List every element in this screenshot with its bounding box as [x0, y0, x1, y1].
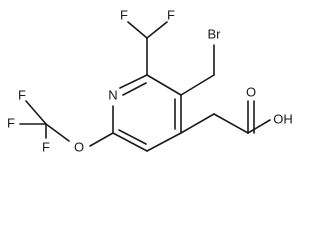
ring-bond-c5-c6 — [112, 132, 148, 152]
bond-chf2-f2 — [146, 21, 168, 39]
atom-label-f4: F — [7, 115, 15, 130]
atom-label-f2: F — [167, 7, 175, 22]
ring-bond-n-c2-inner — [122, 82, 147, 96]
ring-bond-c2-c3 — [146, 74, 182, 96]
atom-label-n: N — [108, 87, 117, 102]
atom-label-oh: OH — [273, 111, 293, 126]
molecule-structure: F F Br N F F F O OH O — [7, 7, 293, 154]
ring-bond-c5-c6-inner — [118, 129, 147, 145]
bond-c3-ch2 — [180, 74, 215, 96]
bond-c-oh — [247, 119, 271, 134]
bond-cf3-f3 — [25, 100, 47, 125]
atom-label-o-carbonyl: O — [246, 84, 256, 99]
atom-label-o-ether: O — [74, 139, 84, 154]
bond-chf2-f1 — [127, 21, 148, 39]
atom-label-f1: F — [120, 7, 128, 22]
ring-bond-n-c2 — [119, 74, 148, 89]
ring-bond-c4-c5 — [146, 132, 182, 152]
atom-label-f5: F — [42, 139, 50, 154]
bond-c4-ch2 — [180, 113, 215, 134]
bond-c6-o — [89, 132, 114, 147]
bond-ch2-cooh — [213, 113, 249, 134]
bond-o-cf3 — [45, 123, 70, 142]
atom-label-f3: F — [18, 87, 26, 102]
atom-label-br: Br — [208, 26, 222, 41]
